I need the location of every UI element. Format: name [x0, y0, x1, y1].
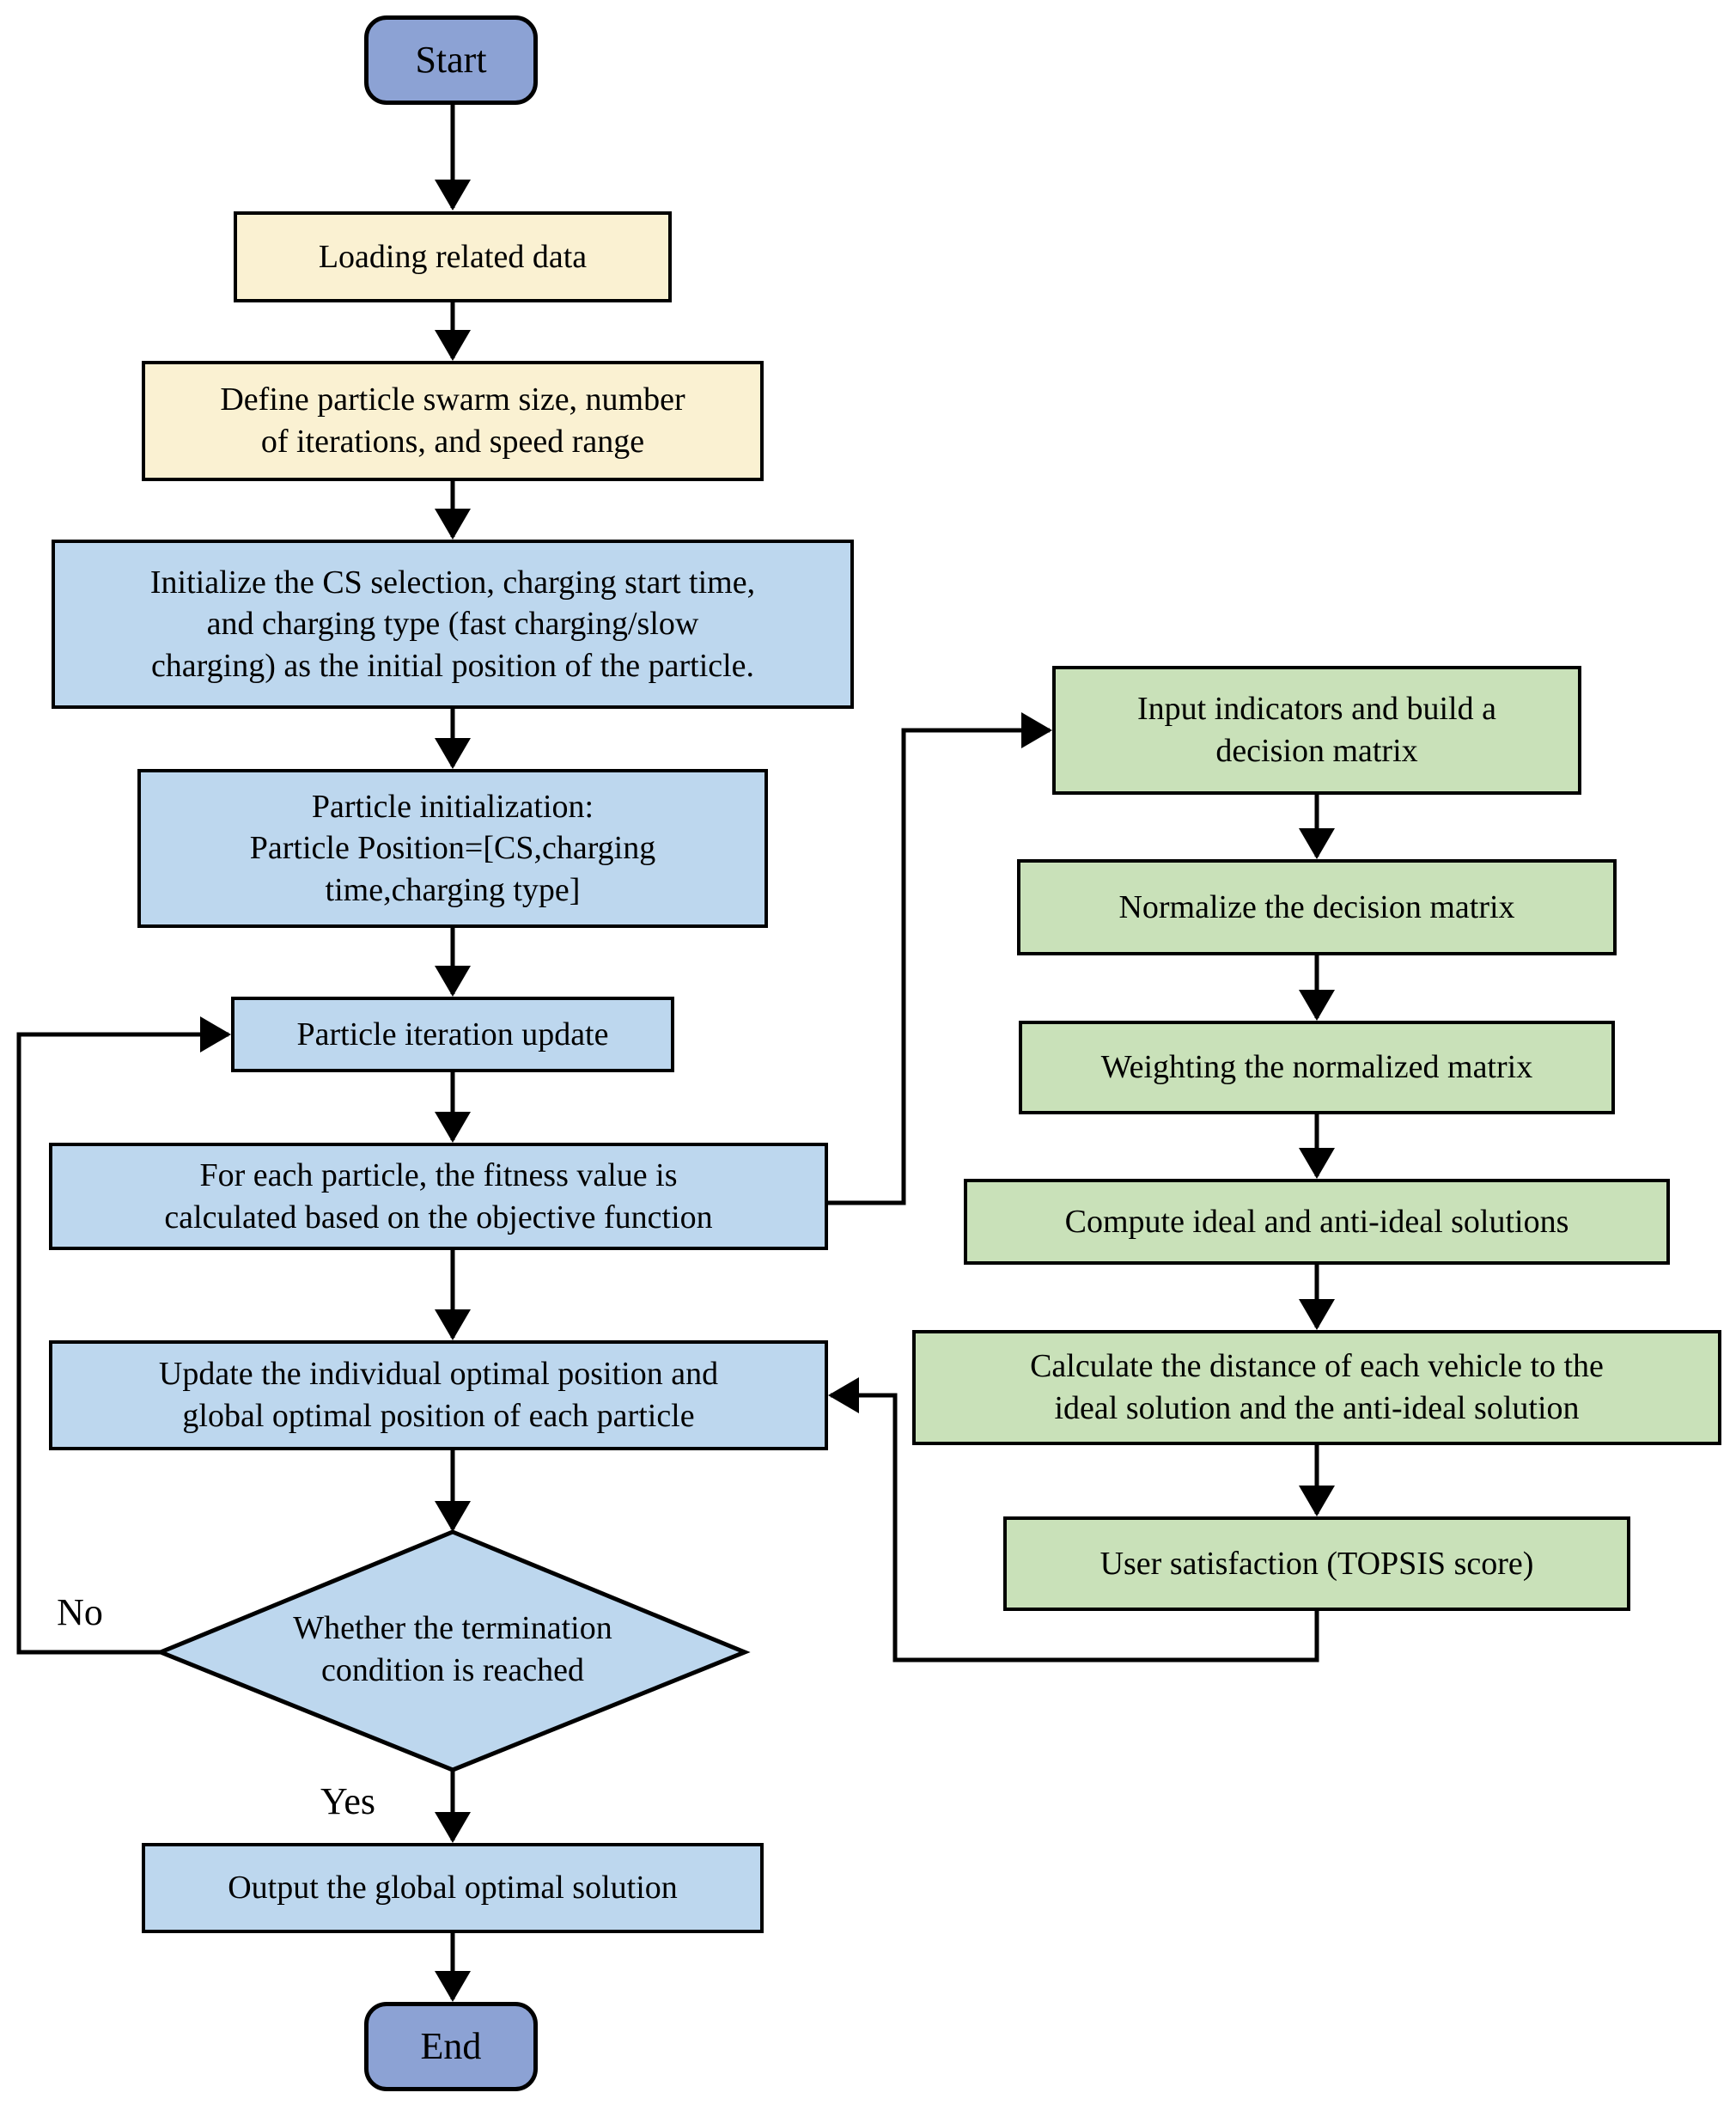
output-solution-node: Output the global optimal solution [142, 1843, 764, 1933]
termination-decision-node: Whether the termination condition is rea… [272, 1585, 633, 1714]
calculate-distance-node: Calculate the distance of each vehicle t… [912, 1330, 1721, 1445]
no-branch-label: No [57, 1590, 103, 1633]
end-label: End [420, 2024, 482, 2067]
define-swarm-label: Define particle swarm size, number of it… [220, 381, 685, 460]
termination-decision-label: Whether the termination condition is rea… [293, 1610, 612, 1688]
loading-data-label: Loading related data [318, 238, 588, 275]
weighting-matrix-node: Weighting the normalized matrix [1019, 1021, 1615, 1114]
update-optimal-position-node: Update the individual optimal position a… [49, 1340, 828, 1450]
particle-initialization-label: Particle initialization: Particle Positi… [249, 788, 656, 908]
output-solution-label: Output the global optimal solution [228, 1870, 678, 1907]
start-node: Start [364, 15, 538, 105]
input-indicators-node: Input indicators and build a decision ma… [1052, 666, 1581, 795]
arrow-fitness-to-topsis [828, 712, 1052, 1205]
user-satisfaction-label: User satisfaction (TOPSIS score) [1099, 1545, 1534, 1582]
particle-iteration-update-node: Particle iteration update [231, 997, 674, 1072]
calculate-distance-label: Calculate the distance of each vehicle t… [1030, 1348, 1604, 1426]
user-satisfaction-node: User satisfaction (TOPSIS score) [1003, 1516, 1630, 1611]
normalize-matrix-node: Normalize the decision matrix [1017, 859, 1617, 955]
update-optimal-position-label: Update the individual optimal position a… [158, 1356, 719, 1434]
particle-initialization-node: Particle initialization: Particle Positi… [137, 769, 768, 928]
particle-iteration-update-label: Particle iteration update [296, 1016, 609, 1052]
initialize-cs-node: Initialize the CS selection, charging st… [52, 540, 854, 709]
initialize-cs-label: Initialize the CS selection, charging st… [149, 564, 756, 684]
define-swarm-node: Define particle swarm size, number of it… [142, 361, 764, 481]
arrow-decision-no-loop [16, 1016, 231, 1655]
weighting-matrix-label: Weighting the normalized matrix [1100, 1049, 1533, 1086]
end-node: End [364, 2002, 538, 2091]
decision-diamond [155, 1529, 751, 1772]
compute-ideal-solutions-node: Compute ideal and anti-ideal solutions [964, 1179, 1670, 1265]
fitness-value-node: For each particle, the fitness value is … [49, 1143, 828, 1250]
start-label: Start [415, 38, 487, 81]
yes-branch-label: Yes [320, 1779, 376, 1822]
loading-data-node: Loading related data [234, 211, 672, 302]
normalize-matrix-label: Normalize the decision matrix [1118, 888, 1515, 925]
compute-ideal-solutions-label: Compute ideal and anti-ideal solutions [1064, 1203, 1569, 1240]
input-indicators-label: Input indicators and build a decision ma… [1137, 691, 1496, 769]
arrow-topsis-to-update [828, 1377, 1319, 1663]
fitness-value-label: For each particle, the fitness value is … [164, 1156, 713, 1235]
